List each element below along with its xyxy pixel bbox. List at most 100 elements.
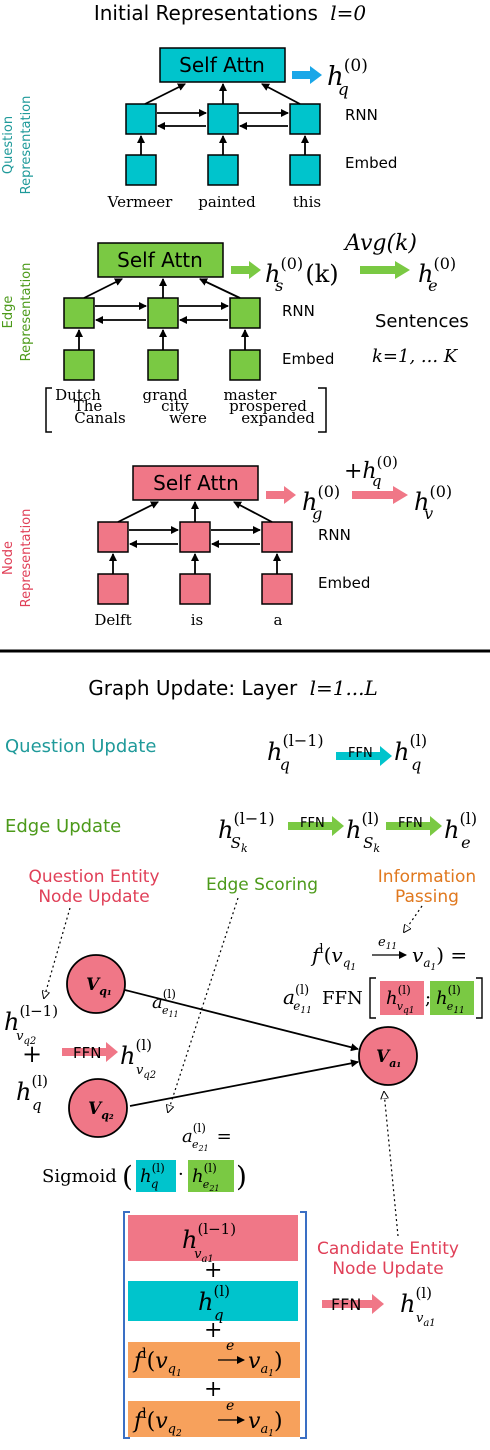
edge-side-label-2: Representation (19, 263, 34, 362)
svg-text:h(l)q: h(l)q (16, 1072, 48, 1114)
section1-title: Initial Representations l=0 (94, 1, 367, 25)
node-side-label-1: Node (1, 541, 16, 575)
question-self-attn-label: Self Attn (179, 53, 265, 77)
candidate-plus-3: + (204, 1377, 222, 1402)
question-embed-cell-3 (289, 154, 321, 186)
node-side-label-2: Representation (19, 509, 34, 608)
question-rnn-cell-3 (289, 103, 321, 135)
edge-sentences-label: Sentences (375, 311, 469, 332)
svg-text:a(l)e11: a(l)e11 (283, 983, 312, 1016)
svg-text:(: ( (122, 1160, 133, 1193)
edge-word-back-2: city (161, 397, 189, 415)
q-entity-plus: + (22, 1040, 42, 1068)
info-ffn: FFN (322, 988, 363, 1009)
edge-embed-label: Embed (282, 350, 334, 368)
candidate-label-2: Node Update (332, 1259, 443, 1279)
svg-text:a(l)e21=: a(l)e21= (182, 1121, 232, 1153)
question-word-2: painted (198, 193, 256, 211)
svg-text:e11: e11 (378, 935, 397, 952)
node-va1 (358, 1026, 418, 1086)
section2-title: Graph Update: Layer l=1...L (88, 676, 378, 700)
info-passing-formula: fl(vq1 e11 va1) = a(l)e11 FFN h(l)vq1 ; … (283, 935, 483, 1019)
question-output-arrow (292, 66, 322, 84)
info-passing-label-1: Information (378, 867, 476, 887)
node-word-2: is (191, 611, 204, 629)
edge-update-label: Edge Update (5, 816, 121, 837)
edge-k-range: k=1, ... K (372, 346, 459, 367)
sigmoid-label: Sigmoid (42, 1166, 117, 1187)
node-rnn-cell-2 (179, 521, 211, 553)
edge-representation-block: Edge Representation Self Attn h(0)s(k) A… (1, 231, 469, 433)
edge-word-back2-3: expanded (241, 409, 315, 427)
question-update-label: Question Update (5, 736, 156, 757)
edge-output-he: h(0)e (418, 254, 456, 295)
edge-sentence-bracket (45, 387, 327, 433)
node-embed-label: Embed (318, 574, 370, 592)
edge-embed-cell-3 (229, 349, 261, 381)
candidate-term-f2 (128, 1401, 300, 1437)
node-embed-cell-2 (179, 573, 211, 605)
svg-text:fl(vq1: fl(vq1 (132, 1346, 182, 1379)
q-entity-label-2: Node Update (38, 887, 149, 907)
edge-update-formula: h(l−1)Sk FFN h(l)Sk FFN h(l)e (218, 809, 477, 855)
node-vq2-label: Vq₂ (88, 1099, 114, 1122)
candidate-ffn: FFN (331, 1295, 361, 1314)
node-self-attn-box (132, 465, 259, 501)
node-word-3: a (274, 611, 283, 629)
svg-text:;: ; (425, 988, 431, 1009)
svg-text:·: · (178, 1164, 184, 1185)
node-output-arrow-1 (266, 486, 296, 504)
edge-embed-cell-2 (147, 349, 179, 381)
node-plus-hq: +h(0)q (344, 453, 398, 490)
node-rnn-cell-3 (261, 521, 293, 553)
edge-scoring-label: Edge Scoring (206, 875, 318, 895)
edge-output-arrow-1 (231, 261, 261, 279)
node-rnn-label: RNN (318, 526, 351, 544)
svg-text:h(l−1)q: h(l−1)q (267, 731, 324, 774)
question-word-1: Vermeer (107, 193, 173, 211)
candidate-plus-1: + (204, 1258, 222, 1283)
question-embed-cell-1 (125, 154, 157, 186)
edge-rnn-label: RNN (282, 302, 315, 320)
node-word-1: Delft (94, 611, 131, 629)
node-output-hg: h(0)g (302, 482, 340, 523)
candidate-term-prev (128, 1215, 298, 1261)
edge-word-front-1: Dutch (55, 386, 101, 404)
svg-text:fl(vq1: fl(vq1 (310, 942, 356, 973)
question-update-ffn: FFN (348, 746, 373, 761)
node-embed-cell-1 (97, 573, 129, 605)
question-update-formula: h(l−1)q FFN h(l)q (267, 731, 427, 774)
edge-update-ffn-2: FFN (398, 816, 423, 831)
node-output-arrow-2 (352, 486, 408, 504)
question-rnn-cell-1 (125, 103, 157, 135)
node-self-attn-label: Self Attn (153, 471, 239, 495)
question-embed-label: Embed (345, 154, 397, 172)
candidate-update-stack: h(l−1)va1 + h(l)q + fl(vq1 e va1) + fl(v… (123, 1211, 307, 1439)
edge-word-front-2: grand (143, 386, 188, 404)
edge-update-ffn-1: FFN (300, 816, 325, 831)
edge-self-attn-box (97, 242, 224, 278)
edge-word-back-1: The (74, 397, 103, 415)
node-representation-block: Node Representation Self Attn h(0)g +h(0… (1, 453, 452, 629)
svg-text:va1) =: va1) = (412, 943, 467, 973)
edge-word-back2-2: were (169, 409, 207, 427)
question-output-h: h(0)q (327, 56, 368, 100)
node-vq2 (68, 1078, 128, 1138)
question-word-3: this (293, 193, 321, 211)
q-entity-label-1: Question Entity (28, 867, 159, 887)
candidate-ffn-arrow (322, 1294, 384, 1314)
node-output-hv: h(0)v (414, 482, 452, 523)
question-representation-block: Question Representation Self Attn h(0)q … (1, 47, 397, 211)
candidate-plus-2: + (204, 1318, 222, 1343)
question-rnn-label: RNN (345, 106, 378, 124)
node-embed-cell-3 (261, 573, 293, 605)
edge-avg-label: Avg(k) (343, 231, 417, 256)
question-side-label-1: Question (1, 116, 16, 174)
edge-rnn-cell-1 (63, 297, 95, 329)
question-side-label-2: Representation (19, 96, 34, 195)
node-rnn-cell-1 (97, 521, 129, 553)
edge-rnn-cell-2 (147, 297, 179, 329)
candidate-label-1: Candidate Entity (317, 1239, 459, 1259)
question-embed-cell-2 (207, 154, 239, 186)
